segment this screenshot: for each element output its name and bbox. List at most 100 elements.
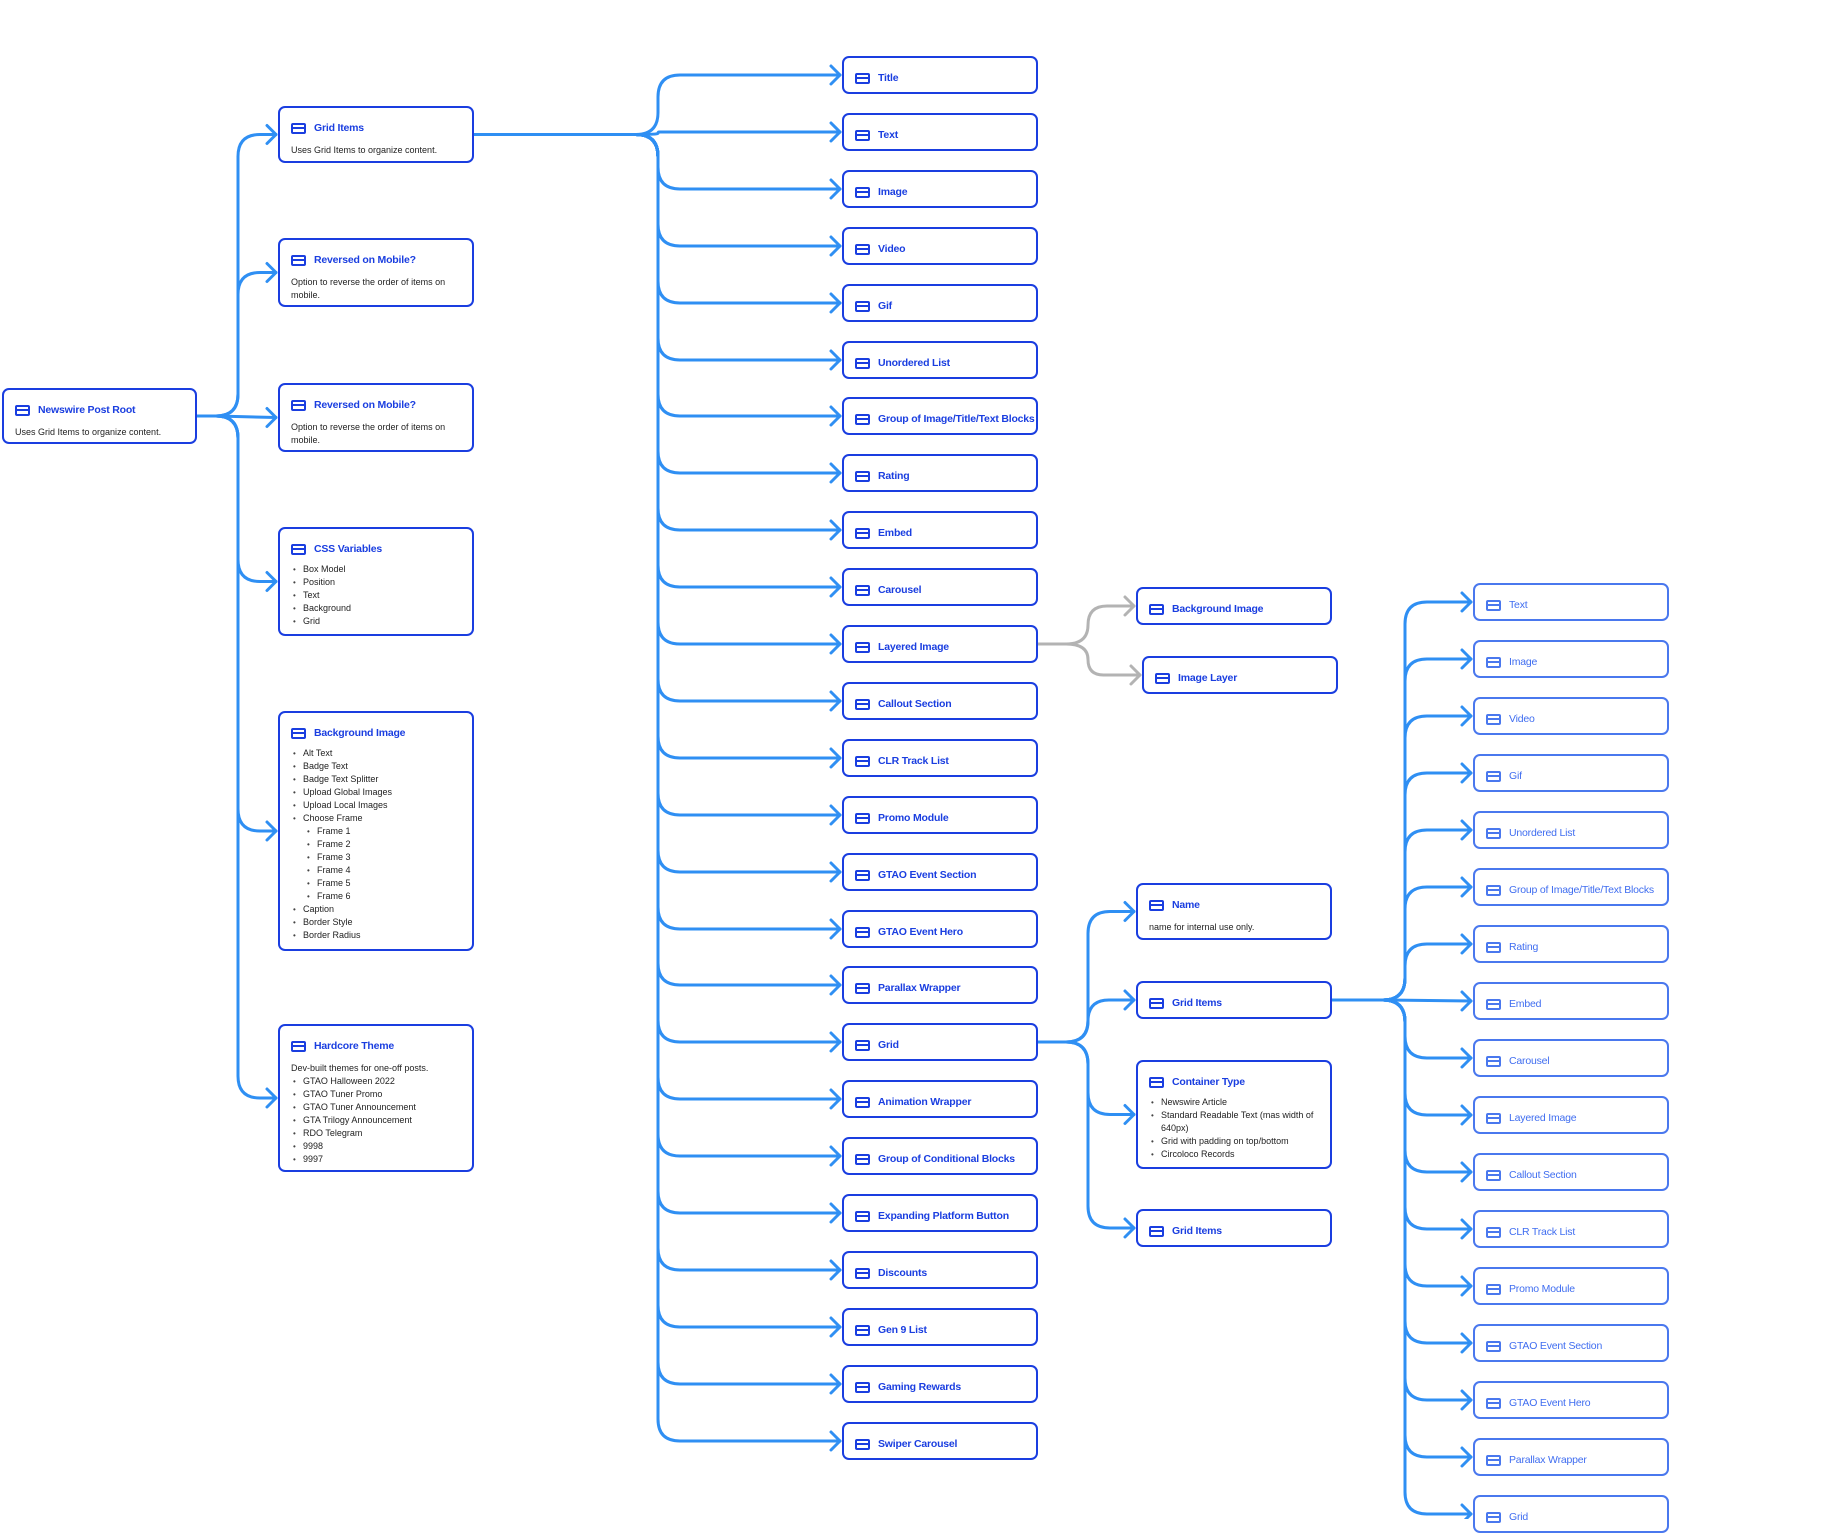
field-list-item: Border Radius xyxy=(291,929,464,942)
node-clr-track-list[interactable]: CLR Track List xyxy=(842,739,1038,777)
node-title: Newswire Post Root xyxy=(38,404,136,416)
node-header: Background Image xyxy=(291,727,466,739)
window-icon xyxy=(855,129,870,141)
node-grid[interactable]: Grid xyxy=(842,1023,1038,1061)
window-icon xyxy=(291,122,306,134)
node-group-of-image-title-text-blocks[interactable]: Group of Image/Title/Text Blocks xyxy=(842,397,1038,435)
window-icon xyxy=(855,413,870,425)
node-title[interactable]: Title xyxy=(842,56,1038,94)
node-grid-grid-items-3[interactable]: Grid Items xyxy=(1136,1209,1332,1247)
node-nested-callout-section[interactable]: Callout Section xyxy=(1473,1153,1669,1191)
node-title: GTAO Event Hero xyxy=(1509,1397,1591,1409)
node-grid-container-type-2[interactable]: Container TypeNewswire ArticleStandard R… xyxy=(1136,1060,1332,1169)
node-nested-rating[interactable]: Rating xyxy=(1473,925,1669,963)
node-gtao-event-hero[interactable]: GTAO Event Hero xyxy=(842,910,1038,948)
field-list-item: 9997 xyxy=(291,1153,464,1166)
node-layered-background-image[interactable]: Background Image xyxy=(1136,587,1332,625)
node-gen-9-list[interactable]: Gen 9 List xyxy=(842,1308,1038,1346)
window-icon xyxy=(291,254,306,266)
node-nested-carousel[interactable]: Carousel xyxy=(1473,1039,1669,1077)
node-title: Group of Image/Title/Text Blocks xyxy=(1509,884,1654,896)
window-icon xyxy=(291,543,306,555)
node-reversed-on-mobile[interactable]: Reversed on Mobile?Option to reverse the… xyxy=(278,383,474,452)
node-nested-group-of-image-title-text-blocks[interactable]: Group of Image/Title/Text Blocks xyxy=(1473,868,1669,906)
node-swiper-carousel[interactable]: Swiper Carousel xyxy=(842,1422,1038,1460)
node-carousel[interactable]: Carousel xyxy=(842,568,1038,606)
window-icon xyxy=(855,186,870,198)
node-css-variables[interactable]: CSS VariablesBox ModelPositionTextBackgr… xyxy=(278,527,474,636)
node-nested-clr-track-list[interactable]: CLR Track List xyxy=(1473,1210,1669,1248)
grid-arrowhead xyxy=(1123,901,1136,922)
node-unordered-list[interactable]: Unordered List xyxy=(842,341,1038,379)
node-embed[interactable]: Embed xyxy=(842,511,1038,549)
node-reversed-on-mobile[interactable]: Reversed on Mobile?Option to reverse the… xyxy=(278,238,474,307)
node-title: Reversed on Mobile? xyxy=(314,254,416,266)
grid-arrowhead xyxy=(1123,1104,1136,1125)
field-list-item: Grid with padding on top/bottom xyxy=(1149,1135,1322,1148)
node-nested-gtao-event-hero[interactable]: GTAO Event Hero xyxy=(1473,1381,1669,1419)
node-header: Grid xyxy=(855,1039,1030,1051)
window-icon xyxy=(855,527,870,539)
nested-grid-items-connector xyxy=(1381,998,1473,1402)
node-header: CLR Track List xyxy=(1486,1226,1661,1238)
node-grid-grid-items-1[interactable]: Grid Items xyxy=(1136,981,1332,1019)
node-header: Swiper Carousel xyxy=(855,1438,1030,1450)
field-list-item: Choose Frame xyxy=(291,812,464,825)
node-nested-video[interactable]: Video xyxy=(1473,697,1669,735)
node-rating[interactable]: Rating xyxy=(842,454,1038,492)
node-title: Video xyxy=(878,243,906,255)
node-group-of-conditional-blocks[interactable]: Group of Conditional Blocks xyxy=(842,1137,1038,1175)
node-title: Animation Wrapper xyxy=(878,1096,972,1108)
grid-items-connector xyxy=(634,133,842,305)
node-callout-section[interactable]: Callout Section xyxy=(842,682,1038,720)
node-header: Title xyxy=(855,72,1030,84)
grid-items-connector xyxy=(634,133,842,418)
nested-grid-items-arrowhead xyxy=(1460,591,1473,613)
node-nested-gtao-event-section[interactable]: GTAO Event Section xyxy=(1473,1324,1669,1362)
node-gaming-rewards[interactable]: Gaming Rewards xyxy=(842,1365,1038,1403)
nested-grid-items-arrowhead xyxy=(1460,819,1473,841)
node-text[interactable]: Text xyxy=(842,113,1038,151)
node-nested-embed[interactable]: Embed xyxy=(1473,982,1669,1020)
node-gtao-event-section[interactable]: GTAO Event Section xyxy=(842,853,1038,891)
node-layered-image[interactable]: Layered Image xyxy=(842,625,1038,663)
node-title: CLR Track List xyxy=(1509,1226,1576,1238)
node-description: Uses Grid Items to organize content. xyxy=(291,145,438,155)
node-nested-promo-module[interactable]: Promo Module xyxy=(1473,1267,1669,1305)
node-layered-image-layer[interactable]: Image Layer xyxy=(1142,656,1338,694)
grid-items-connector xyxy=(634,130,842,136)
node-video[interactable]: Video xyxy=(842,227,1038,265)
node-image[interactable]: Image xyxy=(842,170,1038,208)
node-title: Promo Module xyxy=(878,812,949,824)
node-nested-parallax-wrapper[interactable]: Parallax Wrapper xyxy=(1473,1438,1669,1476)
node-nested-gif[interactable]: Gif xyxy=(1473,754,1669,792)
nested-grid-items-connector xyxy=(1381,714,1473,1002)
field-list-item: Upload Local Images xyxy=(291,799,464,812)
field-list-item: Border Style xyxy=(291,916,464,929)
node-expanding-platform-button[interactable]: Expanding Platform Button xyxy=(842,1194,1038,1232)
node-animation-wrapper[interactable]: Animation Wrapper xyxy=(842,1080,1038,1118)
window-icon xyxy=(855,1039,870,1051)
root-connector xyxy=(214,271,278,418)
node-promo-module[interactable]: Promo Module xyxy=(842,796,1038,834)
node-parallax-wrapper[interactable]: Parallax Wrapper xyxy=(842,966,1038,1004)
node-nested-grid[interactable]: Grid xyxy=(1473,1495,1669,1533)
node-header: Group of Image/Title/Text Blocks xyxy=(1486,884,1661,896)
node-nested-layered-image[interactable]: Layered Image xyxy=(1473,1096,1669,1134)
node-title: Background Image xyxy=(314,727,406,739)
node-field-list: Box ModelPositionTextBackgroundGrid xyxy=(291,563,464,628)
node-title: Unordered List xyxy=(1509,827,1576,839)
node-nested-text[interactable]: Text xyxy=(1473,583,1669,621)
window-icon xyxy=(15,404,30,416)
node-discounts[interactable]: Discounts xyxy=(842,1251,1038,1289)
node-nested-image[interactable]: Image xyxy=(1473,640,1669,678)
grid-items-arrowhead xyxy=(829,235,842,257)
node-background-image[interactable]: Background ImageAlt TextBadge TextBadge … xyxy=(278,711,474,951)
window-icon xyxy=(1486,941,1501,953)
node-gif[interactable]: Gif xyxy=(842,284,1038,322)
node-nested-unordered-list[interactable]: Unordered List xyxy=(1473,811,1669,849)
